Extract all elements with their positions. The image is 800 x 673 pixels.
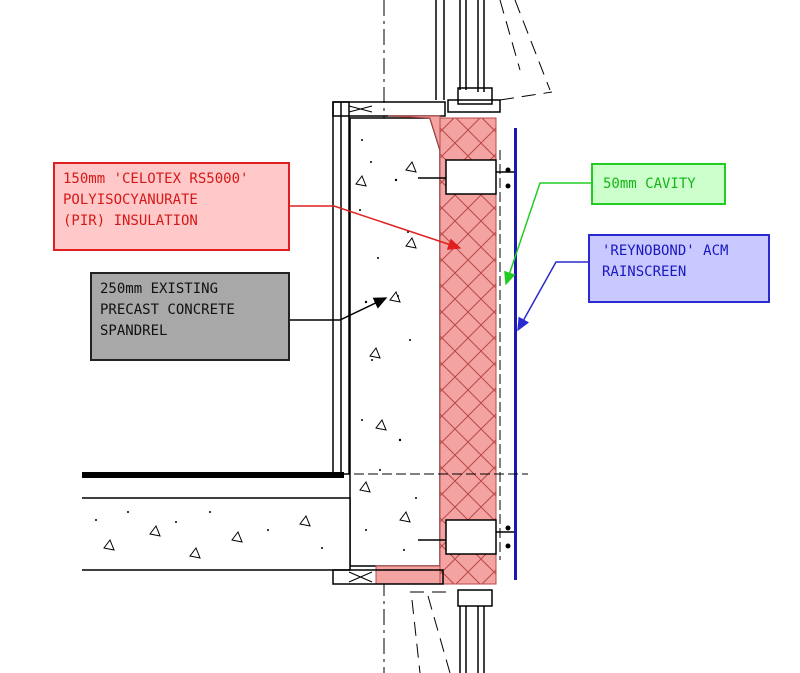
floor-slab: [82, 497, 351, 571]
slab-aggregate-dots: [95, 511, 323, 549]
insulation-bottom-return: [375, 565, 441, 585]
pir-insulation-hatch: [439, 117, 497, 585]
insulation-label-line-3: (PIR) INSULATION: [63, 213, 198, 229]
concrete-leader: [290, 297, 388, 321]
rainscreen-label-line-2: RAINSCREEN: [602, 264, 687, 280]
rainscreen-label: 'REYNOBOND' ACM RAINSCREEN: [588, 234, 770, 303]
cavity-leader: [504, 182, 591, 286]
concrete-label-line-3: SPANDREL: [100, 323, 168, 339]
cavity-label: 50mm CAVITY: [591, 163, 726, 205]
concrete-label: 250mm EXISTING PRECAST CONCRETE SPANDREL: [90, 272, 290, 361]
upper-window-frame: [435, 0, 501, 113]
lower-window-frame: [332, 569, 493, 673]
acm-rainscreen-panel: [514, 128, 517, 580]
rainscreen-label-line-1: 'REYNOBOND' ACM: [602, 243, 729, 259]
insulation-label-line-2: POLYISOCYANURATE: [63, 192, 198, 208]
insulation-top-return: [387, 115, 441, 151]
concrete-aggregate-triangles: [355, 160, 417, 523]
bracket-fixings: [505, 167, 511, 549]
concrete-label-line-2: PRECAST CONCRETE: [100, 302, 235, 318]
lower-casement-swing: [410, 591, 452, 673]
slab-aggregate: [103, 514, 311, 559]
concrete-label-line-1: 250mm EXISTING: [100, 281, 219, 297]
upper-casement-swing: [499, 0, 553, 101]
insulation-label: 150mm 'CELOTEX RS5000' POLYISOCYANURATE …: [53, 162, 290, 251]
rainscreen-leader: [517, 261, 588, 332]
cavity-label-line-1: 50mm CAVITY: [603, 176, 696, 192]
floor-finish: [82, 472, 344, 478]
rainscreen-brackets: [418, 159, 514, 555]
insulation-label-line-1: 150mm 'CELOTEX RS5000': [63, 171, 249, 187]
insulation-leader: [290, 205, 462, 250]
